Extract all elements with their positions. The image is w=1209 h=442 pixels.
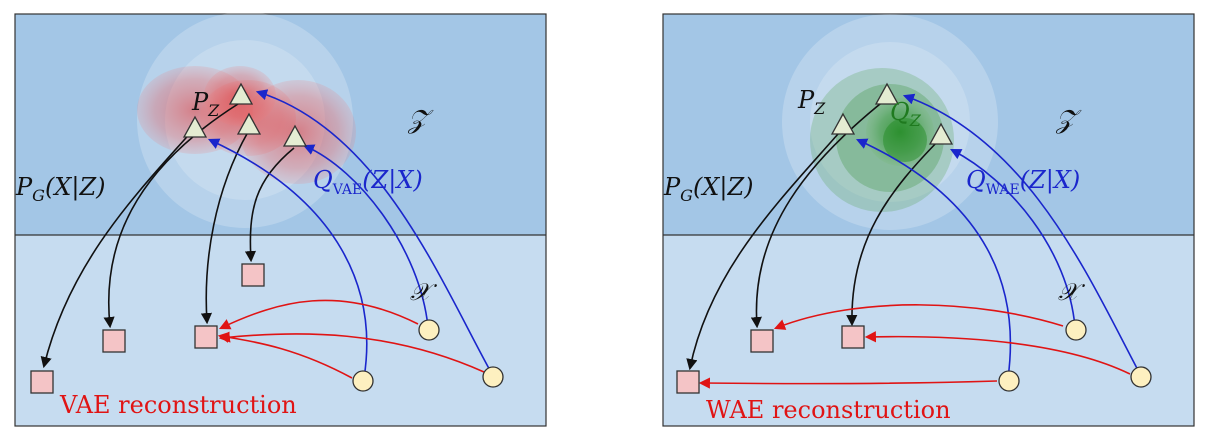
decoder-arrow	[846, 137, 942, 327]
data-point	[352, 370, 374, 392]
latent-code-triangle	[228, 82, 254, 105]
decoder-arrow	[686, 133, 839, 371]
data-point	[482, 366, 504, 388]
encoder-arrow	[302, 144, 429, 328]
vae-panel: 𝒵 𝒳 PZ PG(X|Z) QVAE(Z|X) VAE reconstruct…	[14, 12, 547, 427]
encoder-arrow	[902, 93, 1141, 375]
data-point	[998, 370, 1020, 392]
latent-code-triangle	[830, 112, 856, 135]
decoder-label: PG(X|Z)	[663, 173, 754, 205]
data-point	[1130, 366, 1152, 388]
panel-border	[14, 13, 547, 427]
reconstruction-arrow	[217, 331, 353, 379]
wae-aggregate-posterior	[810, 68, 954, 212]
decoder-arrow	[103, 103, 239, 329]
reconstruction-arrow	[218, 331, 485, 373]
encoder-arrow	[950, 148, 1076, 328]
generated-sample	[841, 325, 865, 349]
aggregate-posterior-inner	[866, 98, 934, 166]
decoder-arrow	[244, 147, 295, 263]
encoder-label: QWAE(Z|X)	[966, 166, 1080, 198]
decoder-arrow	[40, 129, 194, 369]
latent-code-triangle	[874, 82, 900, 105]
encoder-arrow	[207, 138, 368, 379]
vae-reconstruction-caption: VAE reconstruction	[59, 391, 297, 419]
decoder-arrow	[750, 99, 886, 329]
generated-sample	[241, 263, 265, 287]
encoder-arrow	[255, 89, 493, 375]
reconstruction-arrow	[864, 331, 1131, 375]
generated-sample	[750, 329, 774, 353]
aggregate-posterior-label: QZ	[890, 98, 922, 130]
generated-sample	[676, 370, 700, 394]
reconstruction-arrow	[698, 377, 998, 389]
data-point	[418, 319, 440, 341]
data-point	[1065, 319, 1087, 341]
aggregate-posterior-core	[883, 118, 927, 162]
latent-code-triangle	[928, 122, 954, 145]
wae-reconstruction-caption: WAE reconstruction	[706, 396, 951, 424]
prior-label: PZ	[797, 86, 826, 118]
reconstruction-arrow	[773, 304, 1064, 330]
generated-sample	[102, 329, 126, 353]
wae-panel: 𝒵 𝒳 PZ QZ PG(X|Z) QWAE(Z|X) WAE reconstr…	[662, 13, 1195, 427]
generated-sample	[194, 325, 218, 349]
panel-border	[662, 13, 1195, 427]
prior-label: PZ	[191, 88, 220, 120]
latent-code-triangle	[236, 112, 262, 135]
generated-sample	[30, 370, 54, 394]
reconstruction-arrow	[218, 299, 419, 330]
latent-code-triangle	[282, 124, 308, 147]
latent-code-triangle	[182, 115, 208, 138]
encoder-label: QVAE(Z|X)	[313, 166, 423, 198]
decoder-label: PG(X|Z)	[15, 173, 106, 205]
